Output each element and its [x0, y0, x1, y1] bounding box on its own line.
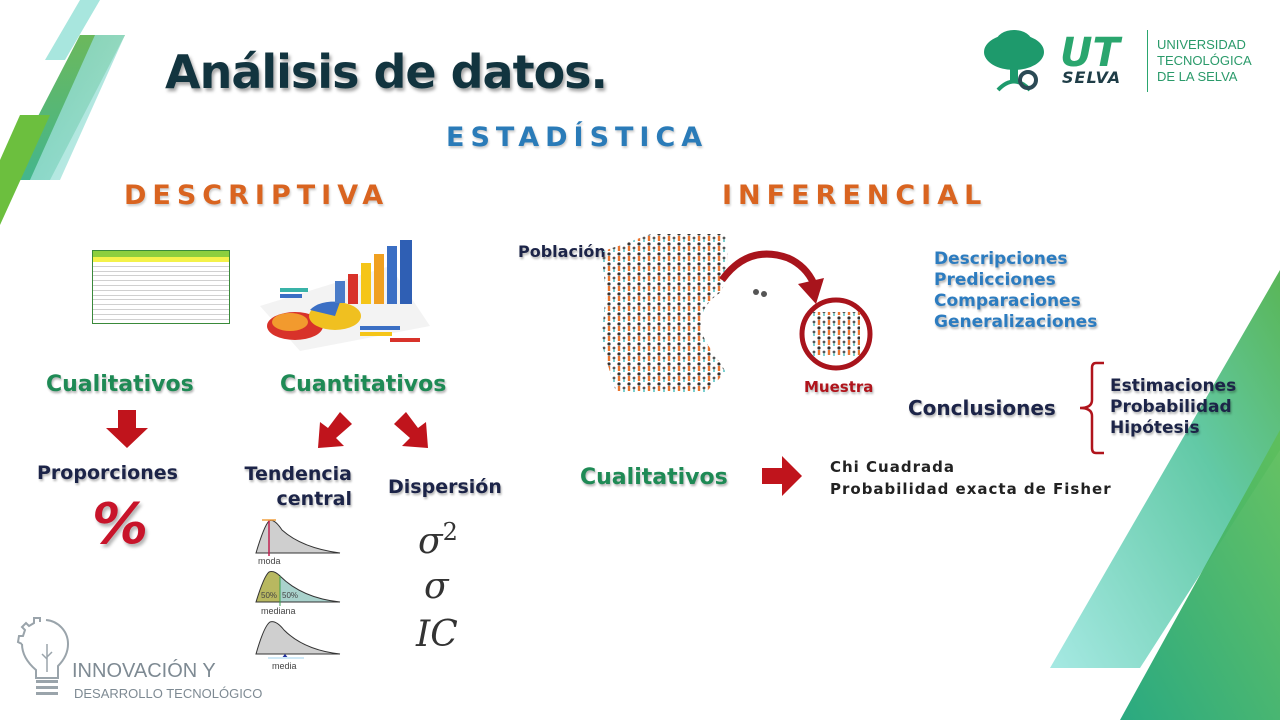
curve-label-left-50: 50%	[261, 591, 278, 600]
label-tendencia-central: Tendencia central	[244, 463, 352, 510]
purpose-item: Comparaciones	[934, 291, 1081, 311]
label-conclusiones: Conclusiones	[908, 396, 1056, 420]
page-title: Análisis de datos.	[165, 45, 608, 99]
sample-circle-icon	[799, 297, 873, 371]
percent-icon: %	[92, 492, 149, 557]
purposes-list: Descripciones Predicciones Comparaciones…	[934, 249, 1097, 333]
tests-list: Chi Cuadrada Probabilidad exacta de Fish…	[830, 456, 1112, 500]
conclusions-list: Estimaciones Probabilidad Hipótesis	[1110, 376, 1236, 439]
logo-university-name: UNIVERSIDAD TECNOLÓGICA DE LA SELVA	[1157, 37, 1252, 84]
arrow-right-icon	[762, 456, 802, 496]
variance-symbol: σ2	[418, 518, 458, 562]
footer-line1: INNOVACIÓN Y	[72, 660, 216, 682]
logo-selva: SELVA	[1062, 68, 1122, 87]
tree-logo-icon	[978, 28, 1050, 94]
charts-illustration-icon	[260, 240, 430, 351]
label-inferencial-cualitativos: Cualitativos	[580, 465, 728, 490]
test-item: Chi Cuadrada	[830, 458, 955, 476]
heading-descriptiva: DESCRIPTIVA	[124, 180, 390, 211]
logo-ut: UT	[1060, 30, 1120, 76]
purpose-item: Descripciones	[934, 249, 1068, 269]
logo-divider	[1147, 30, 1148, 92]
curly-brace-icon	[1079, 361, 1104, 455]
footer-line2: DESARROLLO TECNOLÓGICO	[74, 686, 263, 701]
label-cuantitativos: Cuantitativos	[280, 372, 447, 397]
purpose-item: Predicciones	[934, 270, 1056, 290]
curve-label-right-50: 50%	[282, 591, 299, 600]
conclusion-item: Estimaciones	[1110, 376, 1237, 396]
curve-media-icon	[255, 621, 341, 659]
decorative-stripes-right	[1050, 270, 1280, 720]
arrow-down-right-icon	[394, 412, 428, 448]
confidence-interval-symbol: IC	[416, 614, 458, 655]
test-item: Probabilidad exacta de Fisher	[830, 480, 1112, 498]
heading-estadistica: ESTADÍSTICA	[446, 122, 709, 153]
label-dispersion: Dispersión	[388, 476, 502, 498]
std-dev-symbol: σ	[424, 566, 449, 607]
conclusion-item: Probabilidad	[1110, 397, 1232, 417]
curve-label-mediana: mediana	[261, 606, 296, 616]
curved-arrow-icon	[719, 250, 824, 304]
purpose-item: Generalizaciones	[934, 312, 1098, 332]
heading-inferencial: INFERENCIAL	[722, 180, 988, 211]
lightbulb-gear-icon	[16, 617, 70, 695]
conclusion-item: Hipótesis	[1110, 418, 1200, 438]
curve-moda-icon	[255, 519, 341, 556]
curve-label-moda: moda	[258, 556, 281, 566]
label-poblacion: Población	[518, 242, 606, 261]
arrow-down-left-icon	[318, 412, 352, 448]
curve-mediana-icon	[255, 571, 341, 606]
arrow-down-icon	[106, 410, 148, 448]
label-muestra: Muestra	[804, 378, 874, 396]
population-crowd-icon	[601, 234, 767, 392]
curve-label-media: media	[272, 661, 297, 671]
label-cualitativos: Cualitativos	[46, 372, 194, 397]
spreadsheet-image	[92, 250, 230, 324]
label-proporciones: Proporciones	[37, 462, 178, 484]
decorative-stripes-left	[0, 0, 125, 225]
